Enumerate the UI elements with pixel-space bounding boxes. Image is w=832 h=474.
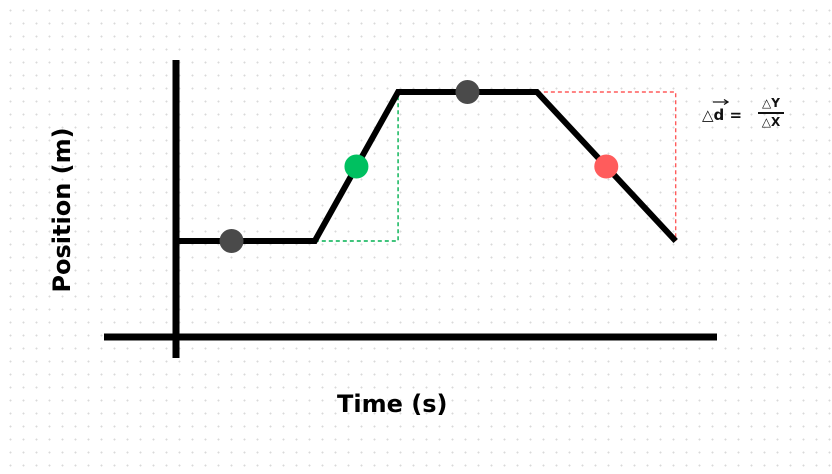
slope-guide-0 xyxy=(314,92,399,242)
data-point-marker-2 xyxy=(455,80,480,104)
vector-arrow-icon xyxy=(712,99,729,105)
data-point-marker-1 xyxy=(344,154,369,179)
delta-symbol: △ xyxy=(702,106,714,124)
formula-fraction: △Y △X xyxy=(758,96,784,130)
fraction-denominator: △X xyxy=(761,114,781,129)
data-point-marker-3 xyxy=(594,154,619,179)
data-point-marker-0 xyxy=(219,229,244,253)
fraction-numerator: △Y xyxy=(762,96,780,110)
vector-d-letter: d xyxy=(713,106,725,124)
series-line-0 xyxy=(176,89,678,244)
x-axis-title: Time (s) xyxy=(337,390,448,418)
y-axis-title: Position (m) xyxy=(48,127,76,293)
fraction-bar xyxy=(758,112,784,114)
equals-sign: = xyxy=(724,106,743,124)
slope-guide-1 xyxy=(536,91,677,241)
formula-lhs: △d = xyxy=(702,99,743,124)
vector-d: d xyxy=(712,99,729,124)
